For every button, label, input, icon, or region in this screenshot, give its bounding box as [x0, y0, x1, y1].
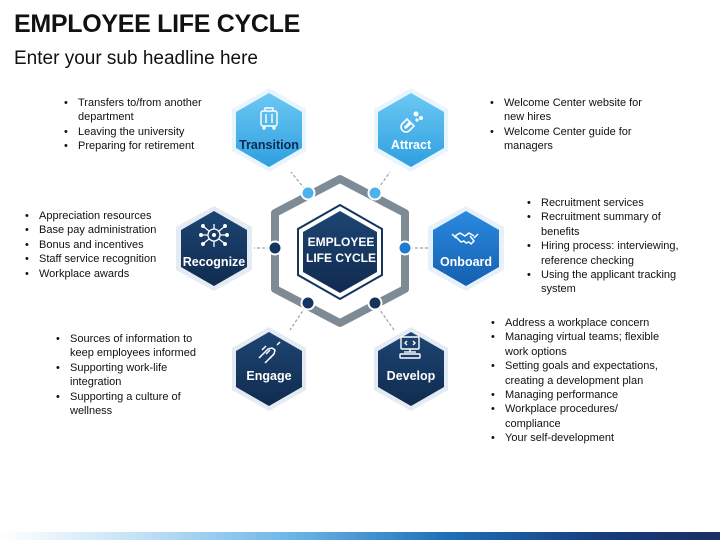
bullet-item: Address a workplace concern — [491, 316, 671, 331]
hex-transition-label: Transition — [239, 138, 299, 152]
hex-attract[interactable]: Attract — [374, 88, 448, 172]
bullet-item: Sources of information to keep employees… — [56, 332, 216, 361]
footer-gradient-bar — [0, 532, 720, 540]
bullet-item: Managing virtual teams; flexible work op… — [491, 330, 671, 359]
bullet-item: Managing performance — [491, 388, 671, 403]
bullet-item: Base pay administration — [25, 223, 175, 238]
page-subtitle: Enter your sub headline here — [14, 48, 258, 69]
hex-recognize[interactable]: Recognize — [176, 206, 252, 291]
bullet-item: Supporting a culture of wellness — [56, 390, 216, 419]
bullet-item: Appreciation resources — [25, 209, 175, 224]
hex-onboard-label: Onboard — [440, 255, 492, 269]
bullet-item: Workplace procedures/ compliance — [491, 402, 671, 431]
hex-recognize-label: Recognize — [183, 255, 246, 269]
connector-transition — [290, 171, 309, 194]
bullet-item: Preparing for retirement — [64, 139, 224, 154]
circuit-brain-icon — [199, 224, 229, 247]
page-title: EMPLOYEE LIFE CYCLE — [14, 10, 300, 38]
node-engage — [300, 295, 316, 311]
hex-engage[interactable]: Engage — [232, 327, 306, 411]
bullet-item: Using the applicant tracking system — [527, 268, 702, 297]
node-attract — [367, 185, 383, 201]
bullet-item: Recruitment summary of benefits — [527, 210, 702, 239]
bullet-item: Supporting work-life integration — [56, 361, 216, 390]
bullet-item: Staff service recognition — [25, 252, 175, 267]
hand-clasp-icon — [258, 341, 281, 364]
node-transition — [300, 185, 316, 201]
bullet-item: Workplace awards — [25, 267, 175, 282]
bullet-item: Welcome Center website for new hires — [490, 96, 660, 125]
node-onboard — [397, 240, 413, 256]
ring-inner — [285, 189, 395, 313]
onboard-bullets: Recruitment servicesRecruitment summary … — [527, 196, 702, 297]
hex-transition[interactable]: Transition — [232, 88, 306, 172]
hex-develop[interactable]: Develop — [374, 327, 448, 411]
bullet-item: Welcome Center guide for managers — [490, 125, 660, 154]
hex-engage-label: Engage — [246, 369, 291, 383]
connector-attract — [374, 171, 391, 194]
bullet-item: Bonus and incentives — [25, 238, 175, 253]
computer-icon — [399, 336, 421, 359]
ring-nodes — [267, 185, 413, 311]
bullet-item: Leaving the university — [64, 125, 224, 140]
cycle-ring — [271, 175, 409, 327]
bullet-item: Recruitment services — [527, 196, 702, 211]
center-line2: LIFE CYCLE — [306, 251, 376, 265]
develop-bullets: Address a workplace concernManaging virt… — [491, 316, 671, 446]
node-develop — [367, 295, 383, 311]
luggage-icon — [260, 107, 278, 130]
transition-bullets: Transfers to/from another departmentLeav… — [64, 96, 224, 154]
recognize-bullets: Appreciation resourcesBase pay administr… — [25, 209, 175, 281]
ring-outer — [271, 175, 409, 327]
attract-bullets: Welcome Center website for new hiresWelc… — [490, 96, 660, 154]
node-recognize — [267, 240, 283, 256]
engage-bullets: Sources of information to keep employees… — [56, 332, 216, 418]
bullet-item: Transfers to/from another department — [64, 96, 224, 125]
magnet-icon — [400, 111, 423, 133]
hex-develop-label: Develop — [387, 369, 436, 383]
center-hexagon: EMPLOYEE LIFE CYCLE — [297, 203, 383, 301]
hex-onboard[interactable]: Onboard — [428, 206, 504, 291]
hex-attract-label: Attract — [391, 138, 432, 152]
handshake-icon — [451, 232, 479, 245]
bullet-item: Your self-development — [491, 431, 671, 446]
bullet-item: Setting goals and expectations, creating… — [491, 359, 671, 388]
center-line1: EMPLOYEE — [308, 235, 375, 249]
bullet-item: Hiring process: interviewing, reference … — [527, 239, 702, 268]
